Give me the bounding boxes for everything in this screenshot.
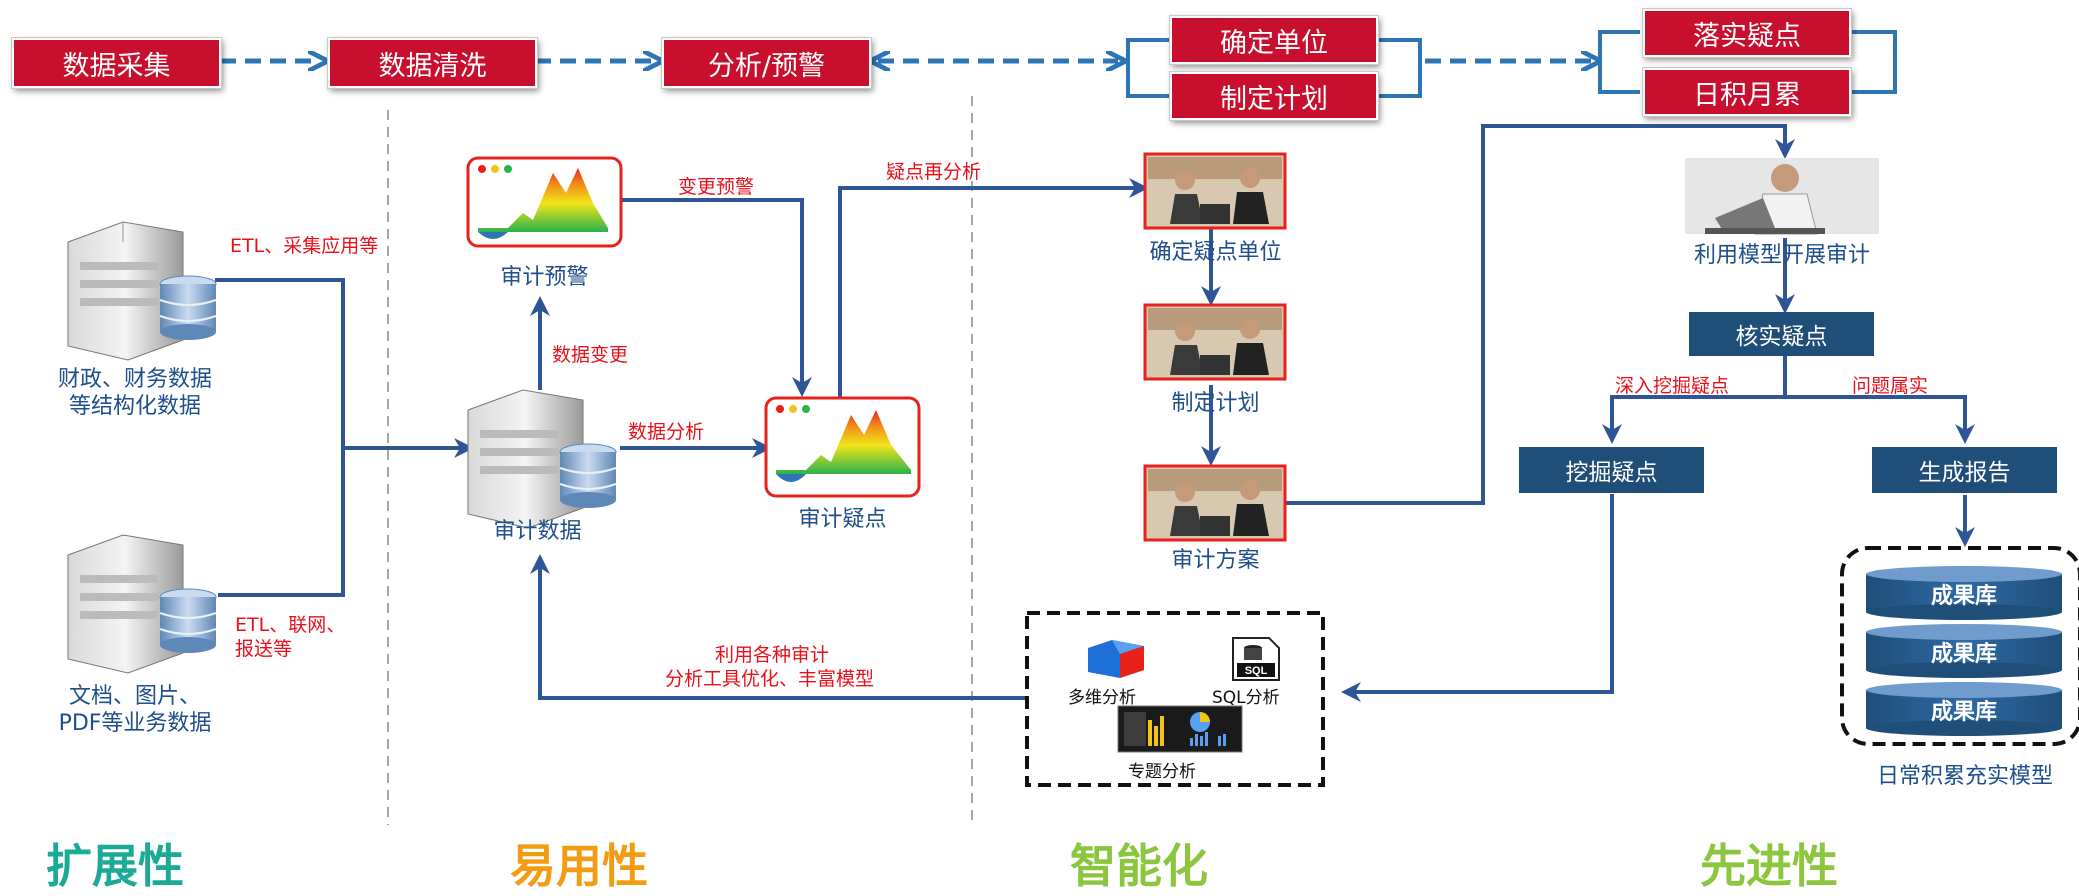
- use-model-label: 利用模型开展审计: [1693, 243, 1870, 268]
- topic-label: 专题分析: [1128, 762, 1196, 782]
- dig-deep-label: 深入挖掘疑点: [1615, 375, 1730, 397]
- tools-label-line1: 利用各种审计: [715, 644, 830, 666]
- data-analysis-label: 数据分析: [628, 421, 705, 443]
- confirmed-label: 问题属实: [1852, 375, 1929, 397]
- office-worker-photo: [1143, 464, 1287, 542]
- multidim-cube-icon: [1088, 640, 1144, 678]
- title-advanced: 先进性: [1700, 839, 1838, 893]
- laptop-user-photo: [1685, 158, 1879, 235]
- data-change-label: 数据变更: [552, 344, 629, 366]
- make-plan-box: 制定计划: [1170, 72, 1378, 120]
- reanalysis-label: 疑点再分析: [886, 161, 982, 183]
- smart-plan-label: 制定计划: [1171, 391, 1260, 416]
- change-warning-label: 变更预警: [678, 176, 755, 198]
- clean-box: 数据清洗: [328, 38, 537, 88]
- audit-suspect-label: 审计疑点: [798, 507, 887, 532]
- audit-warning-label: 审计预警: [500, 265, 589, 290]
- office-worker-photo: [1143, 152, 1287, 230]
- chart-window-icon: [466, 156, 623, 248]
- result-library-cylinder: [1866, 624, 2062, 678]
- enrich-model-label: 日常积累充实模型: [1876, 764, 2053, 789]
- result-library-label: 成果库: [1930, 584, 1997, 609]
- result-library-label: 成果库: [1930, 642, 1997, 667]
- svg-text:SQL: SQL: [1245, 665, 1268, 677]
- dig-box: 挖掘疑点: [1519, 447, 1704, 493]
- result-library-cylinder: [1866, 682, 2062, 736]
- result-library-cylinder: [1866, 566, 2062, 620]
- flow-connectors: [215, 124, 1975, 702]
- title-intelligence: 智能化: [1070, 839, 1208, 893]
- sql-file-icon: SQL: [1232, 637, 1280, 681]
- confirm-suspect-unit-label: 确定疑点单位: [1149, 240, 1282, 265]
- sql-label: SQL分析: [1212, 688, 1280, 708]
- title-scalability: 扩展性: [46, 839, 184, 893]
- verify-box: 核实疑点: [1689, 312, 1874, 356]
- tools-label-line2: 分析工具优化、丰富模型: [665, 668, 875, 690]
- title-usability: 易用性: [510, 839, 648, 893]
- server-icon: [67, 221, 217, 361]
- result-library-box: [1840, 546, 2079, 746]
- etl-collect-label: ETL、采集应用等: [230, 235, 379, 257]
- docs-data-label: 文档、图片、 PDF等业务数据: [58, 684, 212, 736]
- structured-data-label: 财政、财务数据 等结构化数据: [57, 367, 212, 419]
- confirm-unit-box: 确定单位: [1170, 16, 1378, 64]
- etl-network-label: ETL、联网、 报送等: [235, 614, 346, 660]
- chart-window-icon: [764, 396, 921, 498]
- multidim-label: 多维分析: [1068, 688, 1136, 708]
- tools-box: [1025, 611, 1325, 787]
- analyze-box: 分析/预警: [662, 38, 871, 88]
- result-library-label: 成果库: [1930, 700, 1997, 725]
- report-box: 生成报告: [1872, 447, 2057, 493]
- server-icon: [467, 389, 617, 529]
- accumulate-box: 日积月累: [1643, 68, 1851, 116]
- audit-plan-label: 审计方案: [1171, 548, 1260, 573]
- server-icon: [67, 534, 217, 674]
- dashboard-thumbnail: [1117, 705, 1243, 753]
- top-brackets: [1126, 30, 1897, 98]
- office-worker-photo: [1143, 303, 1287, 381]
- collect-box: 数据采集: [12, 38, 221, 88]
- verify-point-box: 落实疑点: [1643, 9, 1851, 57]
- audit-data-label: 审计数据: [493, 519, 582, 544]
